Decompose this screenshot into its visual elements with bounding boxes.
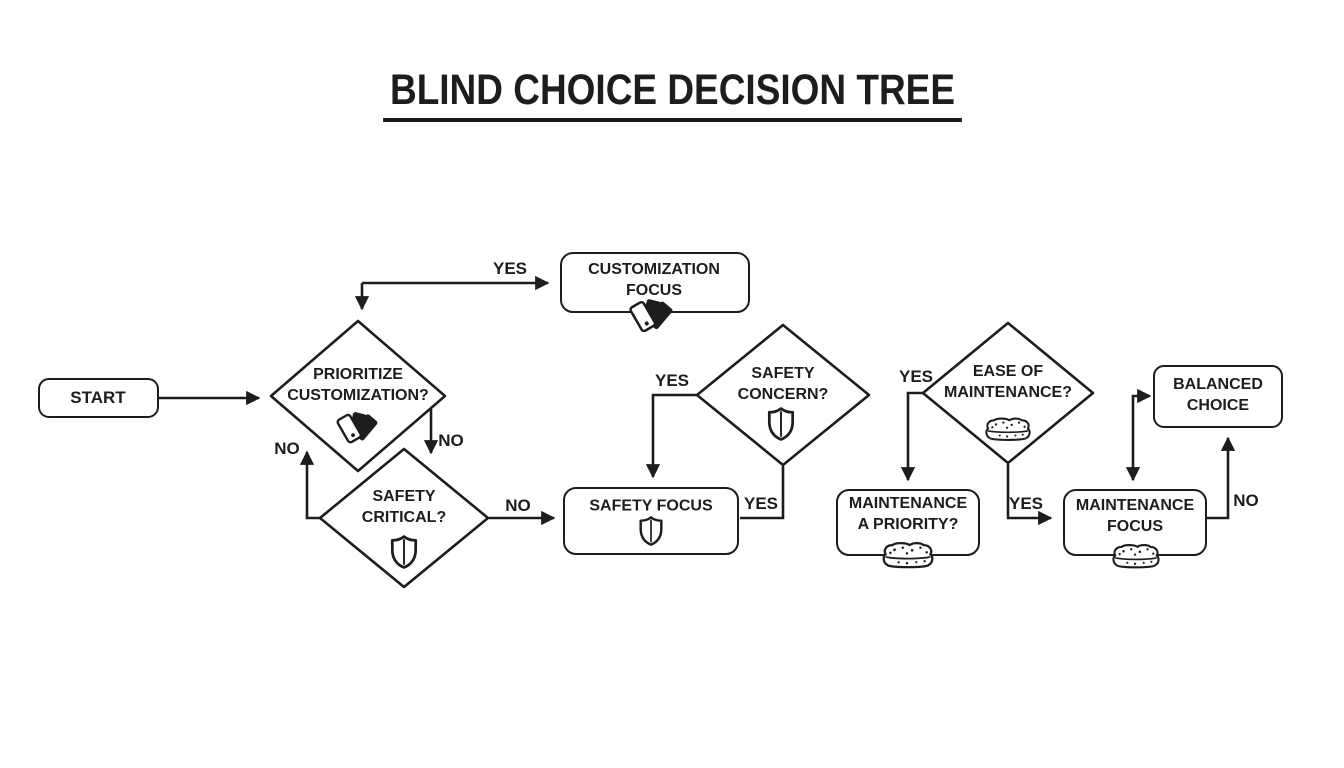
edge-label-maintenance-yes-bottom: YES: [1008, 493, 1044, 513]
safety-focus-label: SAFETY FOCUS: [589, 497, 713, 515]
prioritize-customization-label: PRIORITIZE CUSTOMIZATION?: [287, 366, 429, 404]
safety-critical-label: SAFETY CRITICAL?: [361, 488, 447, 526]
edge-label-concern-yes-bottom: YES: [743, 493, 779, 513]
node-start: [38, 378, 159, 418]
page-title: BLIND CHOICE DECISION TREE: [0, 66, 1344, 122]
page-title-text: BLIND CHOICE DECISION TREE: [382, 66, 962, 122]
edge-label-focus-no: NO: [1233, 490, 1259, 510]
decision-safety-concern: [695, 323, 871, 467]
edge-maintenance-yes-left: [900, 391, 923, 482]
decision-ease-of-maintenance: [921, 321, 1095, 465]
sponge-icon: [984, 416, 1032, 444]
edge-concern-yes-left: [645, 393, 697, 479]
edge-label-customization-yes: YES: [492, 258, 528, 278]
decision-prioritize-customization: [269, 319, 447, 473]
shield-icon: [639, 516, 664, 546]
edge-label-maintenance-yes-left: YES: [898, 366, 934, 386]
maintenance-a-priority-label: MAINTENANCE A PRIORITY?: [848, 495, 968, 533]
edge-focus-no-up: [1207, 436, 1236, 520]
shield-icon: [767, 407, 795, 441]
swatch-cards-icon: [335, 410, 381, 448]
start-label: START: [70, 387, 126, 407]
shield-icon: [390, 535, 418, 569]
decision-safety-critical: [318, 447, 490, 589]
edge-maintenance-yes-bottom: [1006, 464, 1053, 526]
node-balanced-choice: [1153, 365, 1283, 428]
customization-focus-label: CUSTOMIZATION FOCUS: [588, 261, 720, 299]
edge-label-critical-no-left: NO: [274, 438, 300, 458]
sponge-icon: [1111, 543, 1161, 572]
maintenance-focus-label: MAINTENANCE FOCUS: [1075, 497, 1195, 535]
edge-label-concern-yes-left: YES: [654, 370, 690, 390]
balanced-choice-label: BALANCED CHOICE: [1173, 376, 1263, 414]
swatch-cards-icon: [628, 297, 676, 337]
sponge-icon: [881, 540, 935, 572]
edge-concern-yes-bottom: [740, 466, 785, 520]
edge-label-customization-no: NO: [438, 430, 464, 450]
safety-concern-label: SAFETY CONCERN?: [737, 365, 829, 403]
edge-label-critical-no-right: NO: [505, 495, 531, 515]
edge-critical-no-left: [299, 450, 322, 520]
ease-of-maintenance-label: EASE OF MAINTENANCE?: [944, 363, 1072, 401]
edge-balanced-to-maintenance: [1125, 388, 1152, 482]
